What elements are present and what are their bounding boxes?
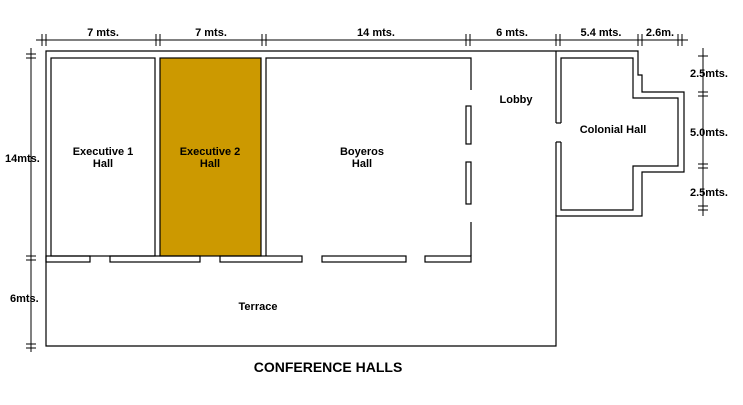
dim-top-3: 14 mts. [357,27,395,39]
dim-top-1: 7 mts. [87,27,119,39]
boyeros-label-line1: Boyeros [340,146,384,158]
colonial-hall-label: Colonial Hall [580,124,647,136]
dim-top-2: 7 mts. [195,27,227,39]
executive1-hall [50,57,156,257]
dim-top-6: 2.6m. [646,27,674,39]
dim-top-5: 5.4 mts. [581,27,622,39]
left-dimension-line [26,48,36,352]
boyeros-partition-2 [465,161,472,205]
hall-front-walls [45,255,472,263]
dim-top-4: 6 mts. [496,27,528,39]
executive1-label-line1: Executive 1 [73,146,134,158]
executive1-label-line2: Hall [93,158,113,170]
top-dimension-line [36,34,688,46]
executive2-hall [159,57,262,257]
dim-right-2: 5.0mts. [690,127,728,139]
right-dimension-line [698,48,708,216]
dim-left-2: 6mts. [10,293,39,305]
outer-wall [45,50,685,347]
terrace-label: Terrace [239,301,278,313]
dim-left-1: 14mts. [5,153,40,165]
lobby-label: Lobby [500,94,534,106]
colonial-hall-wall [560,57,679,211]
boyeros-hall-wall [265,57,472,256]
boyeros-label-line2: Hall [352,158,372,170]
dim-right-3: 2.5mts. [690,187,728,199]
diagram-title: CONFERENCE HALLS [254,359,403,375]
boyeros-partition-1 [465,105,472,145]
executive2-label-line1: Executive 2 [180,146,241,158]
dim-right-1: 2.5mts. [690,68,728,80]
executive2-label-line2: Hall [200,158,220,170]
